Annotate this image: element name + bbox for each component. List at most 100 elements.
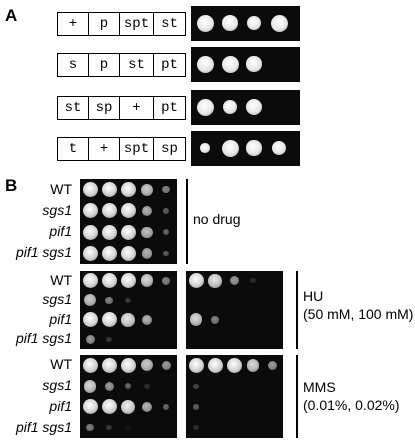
colony-spot	[162, 185, 170, 194]
condition-bracket	[186, 179, 188, 264]
spore-colony	[246, 56, 262, 72]
colony-spot	[106, 425, 112, 431]
colony-spot	[207, 357, 223, 373]
condition-label-line: HU	[303, 288, 324, 304]
colony-spot	[86, 423, 94, 432]
spore-colony	[200, 143, 210, 153]
spore-colony	[246, 140, 262, 156]
condition-label-line: MMS	[303, 379, 336, 395]
genotype-cell: +	[58, 13, 89, 35]
spore-colony	[223, 100, 237, 114]
colony-spot	[141, 359, 153, 372]
strain-label-1: sgs1	[42, 291, 72, 308]
colony-spot	[189, 313, 203, 327]
colony-spot	[188, 357, 204, 373]
colony-spot	[82, 273, 98, 289]
genotype-cell: p	[89, 54, 120, 76]
tetrad-plate-image	[191, 90, 300, 125]
condition-label: MMS (0.01%, 0.02%)	[303, 378, 400, 414]
condition-bracket	[296, 271, 298, 349]
spore-colony	[245, 98, 263, 116]
genotype-cell: sp	[161, 141, 178, 157]
colony-spot	[193, 425, 199, 431]
genotype-cell: spt	[120, 138, 154, 160]
panel-b-letter: B	[5, 176, 18, 195]
colony-spot	[144, 383, 150, 389]
colony-spot	[211, 316, 219, 324]
colony-spot	[106, 336, 112, 342]
colony-spot	[125, 383, 131, 390]
strain-label-3: pif1 sgs1	[15, 418, 72, 435]
spore-colony	[271, 140, 287, 156]
colony-spot	[163, 229, 169, 236]
colony-spot	[140, 274, 154, 288]
colony-spot	[120, 182, 136, 198]
colony-spot	[163, 403, 169, 410]
genotype-cell: +	[89, 138, 120, 160]
genotype-cell: st	[120, 54, 154, 76]
colony-spot	[82, 245, 98, 261]
drug-plate-image	[80, 179, 177, 264]
colony-spot	[141, 314, 153, 325]
colony-spot	[162, 277, 170, 285]
colony-spot	[84, 294, 96, 307]
colony-spot	[101, 399, 117, 415]
spore-colony	[196, 98, 214, 116]
spore-colony	[196, 14, 214, 32]
tetrad-plate-image	[191, 131, 300, 166]
colony-spot	[83, 379, 97, 393]
colony-spot	[120, 245, 136, 261]
colony-spot	[161, 360, 171, 370]
colony-spot	[163, 208, 169, 214]
colony-spot	[193, 383, 199, 389]
colony-spot	[267, 360, 277, 370]
colony-spot	[120, 224, 136, 240]
colony-spot	[101, 245, 117, 261]
tetrad-plate-image	[191, 47, 300, 82]
colony-spot	[101, 312, 117, 328]
strain-label-3: pif1 sgs1	[15, 330, 72, 347]
strain-label-2: pif1	[49, 397, 72, 414]
strain-label-0: WT	[50, 356, 72, 373]
colony-spot	[120, 399, 136, 414]
drug-plate-image	[80, 271, 177, 349]
colony-spot	[193, 404, 199, 410]
spore-colony	[270, 14, 288, 32]
colony-spot	[82, 182, 98, 198]
condition-label-line: (0.01%, 0.02%)	[303, 397, 400, 413]
strain-label-0: WT	[50, 271, 72, 288]
colony-spot	[101, 203, 117, 219]
colony-spot	[101, 357, 117, 373]
genotype-cell: +	[120, 97, 154, 119]
drug-plate-image	[80, 355, 177, 438]
strain-label-2: pif1	[49, 223, 72, 240]
colony-spot	[141, 401, 153, 413]
colony-spot	[82, 399, 98, 415]
condition-label: no drug	[193, 210, 240, 228]
genotype-cell: st	[58, 97, 89, 119]
colony-spot	[85, 334, 95, 344]
tetrad-plate-image	[191, 6, 300, 41]
spore-colony	[221, 55, 239, 73]
spore-colony	[247, 16, 261, 30]
condition-bracket	[296, 355, 298, 438]
strain-label-0: WT	[50, 180, 72, 197]
spore-colony	[196, 55, 214, 73]
colony-spot	[105, 296, 113, 304]
genotype-cell: s	[58, 54, 89, 76]
colony-spot	[101, 273, 117, 289]
genotype-cell: st	[161, 16, 178, 32]
condition-label: HU(50 mM, 100 mM)	[303, 287, 413, 323]
condition-label-line: no drug	[193, 211, 241, 227]
colony-spot	[120, 273, 136, 289]
colony-spot	[82, 224, 98, 240]
colony-spot	[125, 425, 131, 431]
spore-colony	[221, 139, 239, 157]
